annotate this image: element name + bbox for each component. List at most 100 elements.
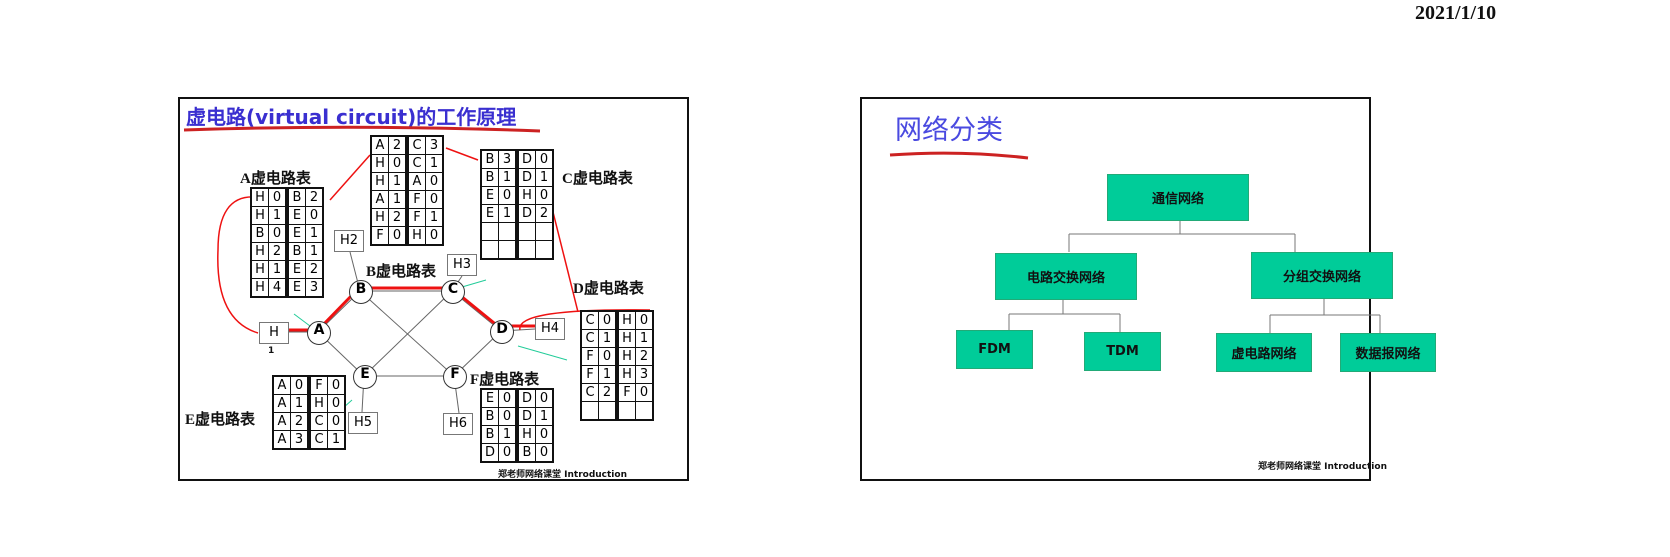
table-cell <box>535 222 554 241</box>
table-cell: 2 <box>635 347 654 366</box>
table-cell: B <box>515 443 536 463</box>
slide1-footer: 郑老师网络课堂 Introduction <box>498 470 627 480</box>
table-cell: 1 <box>327 430 346 450</box>
table-label-f: F虚电路表 <box>470 372 540 388</box>
tree-node-virtual-circuit: 虚电路网络 <box>1216 333 1312 372</box>
table-cell: C <box>307 412 328 431</box>
table-cell <box>615 401 636 421</box>
tree-node-datagram: 数据报网络 <box>1340 333 1436 372</box>
table-label-d: D虚电路表 <box>573 281 644 297</box>
table-cell: D <box>515 168 536 187</box>
host-h2: H2 <box>334 230 364 252</box>
table-row <box>480 222 554 241</box>
title2-underline <box>889 151 1029 160</box>
node-c: C <box>441 280 465 304</box>
host-h5: H5 <box>348 412 378 434</box>
table-cell: 2 <box>388 208 408 227</box>
table-cell: 2 <box>598 383 618 402</box>
table-label-a: A虚电路表 <box>240 171 311 187</box>
node-b: B <box>349 280 373 304</box>
tree-node-tdm: TDM <box>1084 332 1161 371</box>
table-cell: 0 <box>635 383 654 402</box>
annotation-lines <box>217 147 651 334</box>
host-h6: H6 <box>443 413 473 435</box>
table-cell: H <box>515 425 536 444</box>
table-cell: 3 <box>305 278 324 298</box>
table-cell <box>515 240 536 260</box>
table-cell: 0 <box>535 388 554 408</box>
host-h3: H3 <box>447 254 477 276</box>
table-cell: 0 <box>327 412 346 431</box>
node-e: E <box>353 365 377 389</box>
host-h2-label: H2 <box>339 233 359 248</box>
table-row <box>480 240 554 260</box>
table-cell: H <box>615 365 636 384</box>
table-cell: 0 <box>425 172 444 191</box>
table-label-e: E虚电路表 <box>185 412 256 428</box>
table-cell: 1 <box>305 224 324 243</box>
table-row <box>580 401 654 421</box>
host-h4-label: H4 <box>540 321 560 336</box>
date-label: 2021/1/10 <box>1415 2 1497 24</box>
slide2-footer: 郑老师网络课堂 Introduction <box>1258 462 1387 472</box>
table-cell: 0 <box>425 226 444 246</box>
table-cell: F <box>405 208 426 227</box>
table-cell: 0 <box>635 310 654 330</box>
slide2-title: 网络分类 <box>895 115 1003 146</box>
table-cell: F <box>615 383 636 402</box>
table-cell: 0 <box>327 394 346 413</box>
table-cell: 2 <box>290 412 310 431</box>
tree-node-circuit-switching: 电路交换网络 <box>995 253 1137 300</box>
table-cell: 2 <box>305 260 324 279</box>
table-cell: 0 <box>327 375 346 395</box>
table-cell <box>635 401 654 421</box>
table-cell: 3 <box>635 365 654 384</box>
tree-node-root: 通信网络 <box>1107 174 1249 221</box>
host-h6-label: H6 <box>448 416 468 431</box>
table-cell: 1 <box>425 208 444 227</box>
slide1-title: 虚电路(virtual circuit)的工作原理 <box>186 105 517 129</box>
table-cell: E <box>285 260 306 279</box>
table-cell: E <box>285 278 306 298</box>
table-cell: 0 <box>535 425 554 444</box>
table-cell <box>535 240 554 260</box>
table-label-c: C虚电路表 <box>562 171 633 187</box>
host-h3-label: H3 <box>452 257 472 272</box>
table-cell: A <box>272 430 291 450</box>
host-h5-label: H5 <box>353 415 373 430</box>
host-h1: H <box>259 322 289 344</box>
tree-node-fdm: FDM <box>956 330 1033 369</box>
table-cell: 0 <box>535 443 554 463</box>
tree-node-packet-switching: 分组交换网络 <box>1251 252 1393 299</box>
table-cell: H <box>250 278 269 298</box>
node-d: D <box>490 320 514 344</box>
node-f: F <box>443 365 467 389</box>
table-cell: C <box>307 430 328 450</box>
table-cell: H <box>405 226 426 246</box>
